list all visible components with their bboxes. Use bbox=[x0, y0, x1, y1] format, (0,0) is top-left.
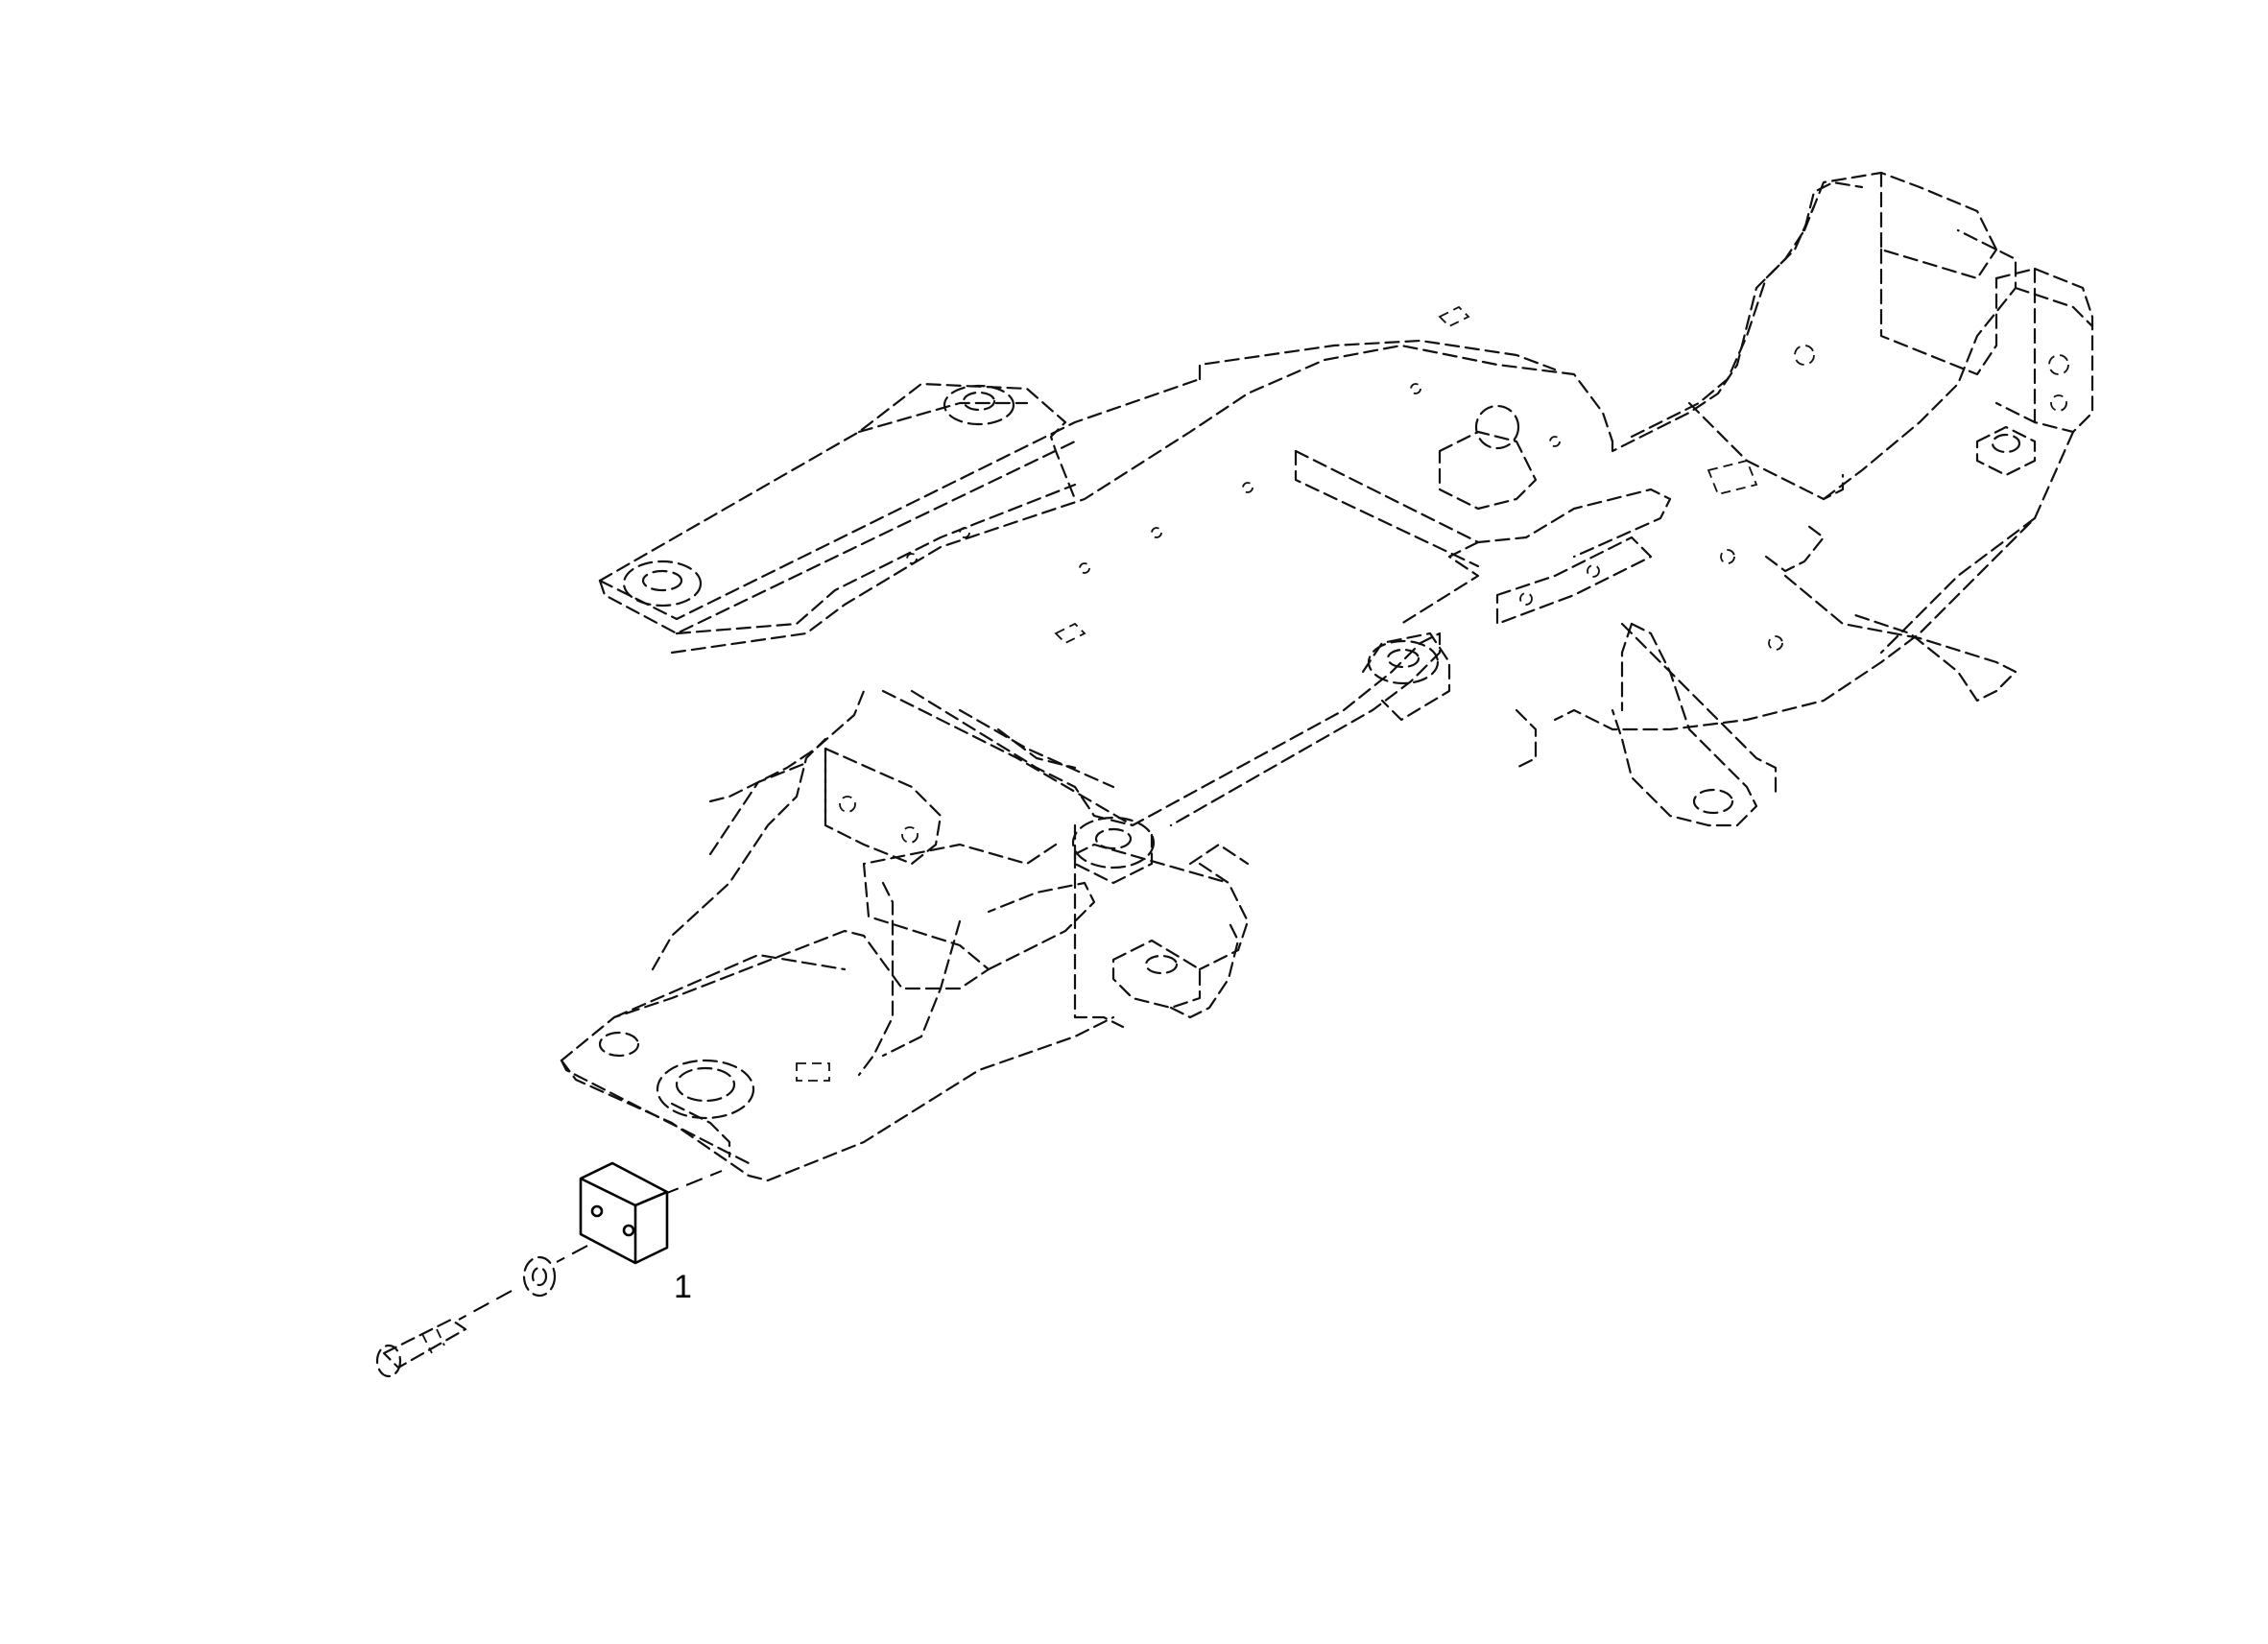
part-1-spacer-block[interactable] bbox=[579, 1161, 669, 1265]
callout-label-1: 1 bbox=[674, 1269, 692, 1305]
washer-phantom bbox=[522, 1255, 557, 1298]
bolt-phantom bbox=[375, 1318, 467, 1378]
assembly-leader-lines bbox=[458, 1170, 723, 1321]
vehicle-frame-phantom bbox=[560, 171, 2094, 1182]
